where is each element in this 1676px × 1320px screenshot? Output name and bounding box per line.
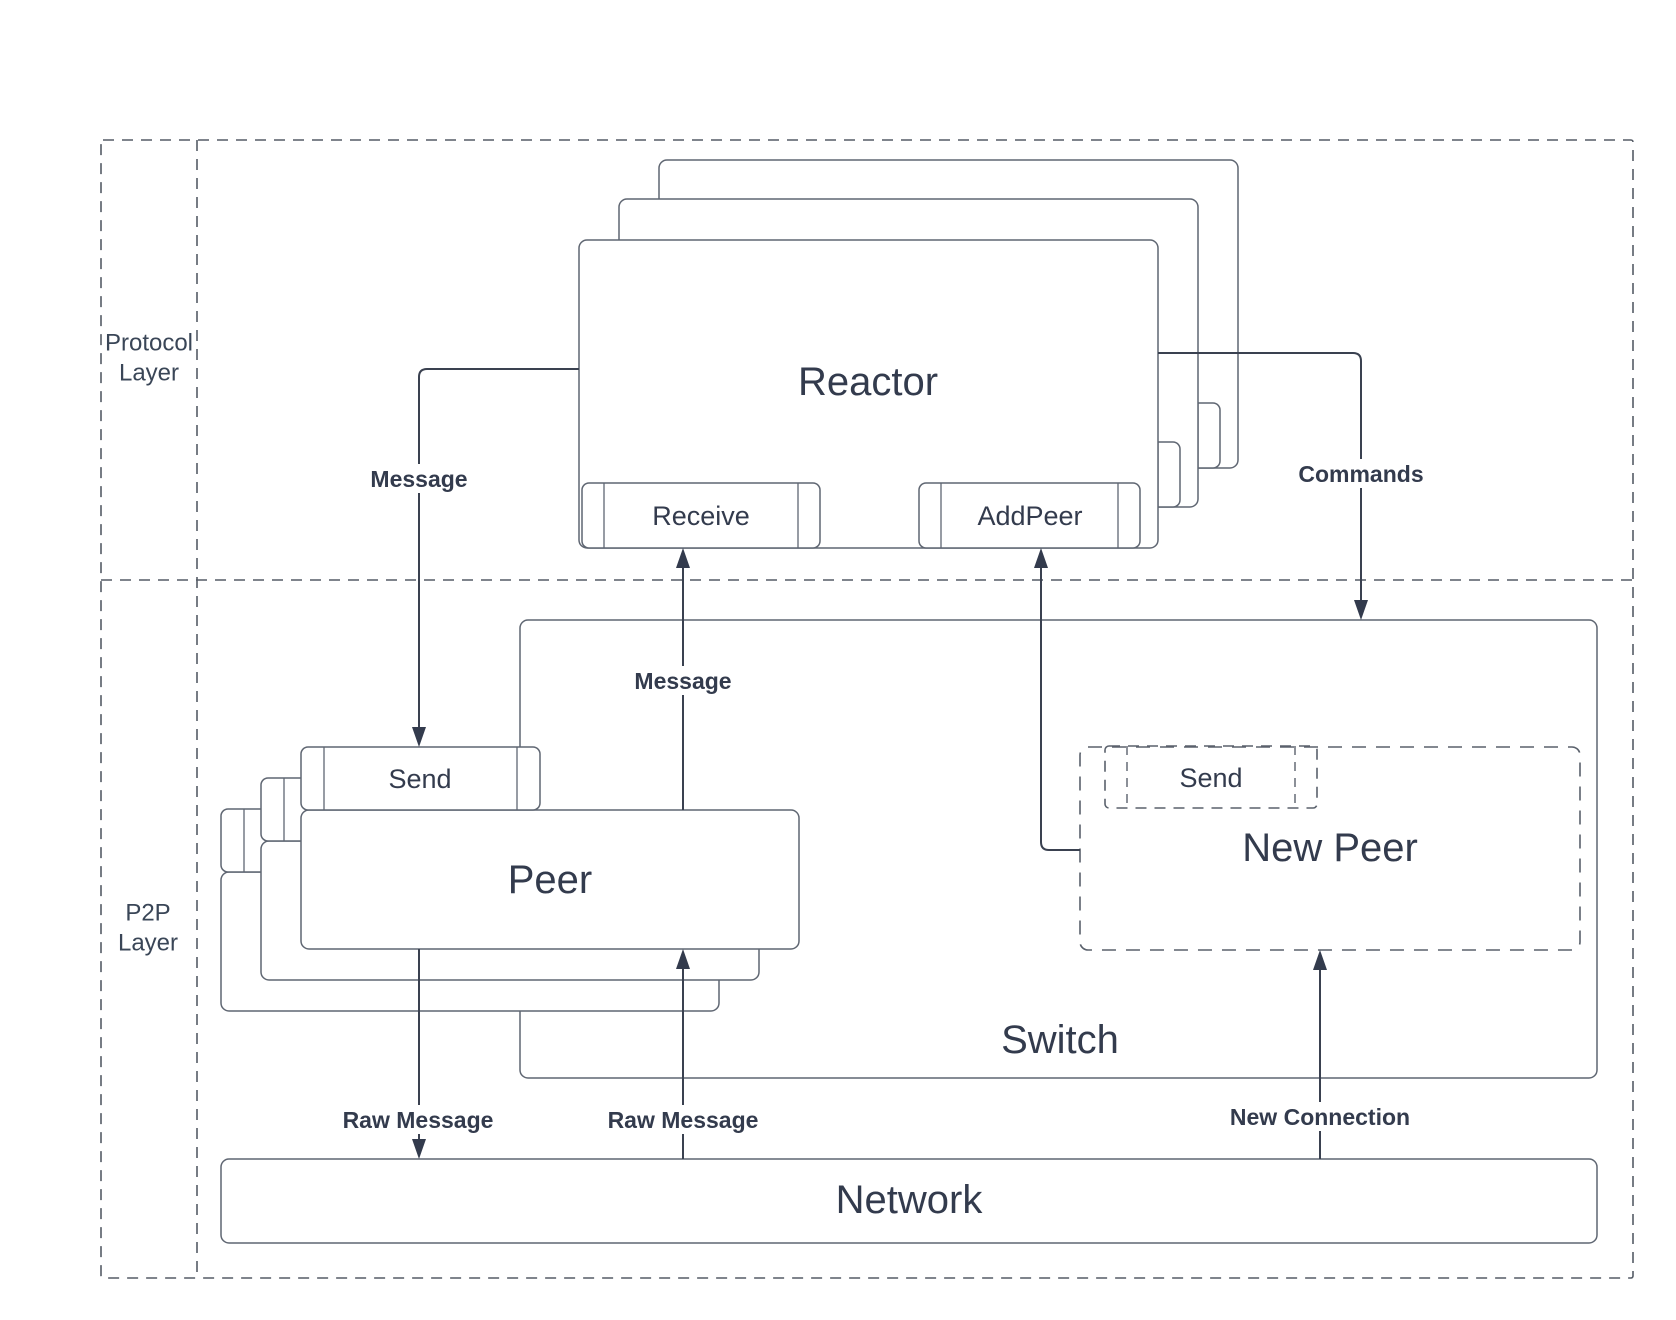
new-connection-arrowhead [1313,950,1327,970]
send-port [300,746,541,811]
svg-text:Commands: Commands [1298,461,1423,487]
message-to-peer-arrowhead [412,727,426,747]
raw-message-down-arrow-label: Raw Message [338,1105,498,1134]
p2p-layer-label-line1: P2P [125,900,170,927]
svg-text:Message: Message [370,466,467,492]
addpeer-port [918,482,1141,549]
raw-message-up-arrow-label: Raw Message [603,1105,763,1134]
peer-label: Peer [508,858,593,902]
network-label: Network [836,1178,984,1222]
new-peer-send-port [1104,745,1318,809]
addpeer-port-label: AddPeer [977,501,1082,531]
outer-dashed-border [100,139,1634,1279]
reactor-label: Reactor [798,360,938,404]
receive-port [581,482,821,549]
protocol-layer-label-line2: Layer [119,360,179,387]
receive-port-label: Receive [652,501,750,531]
peer-box: Peer Send [300,746,800,950]
raw-message-up-arrowhead [676,949,690,969]
commands-arrowhead [1354,600,1368,620]
svg-text:Raw Message: Raw Message [608,1107,759,1133]
message-to-peer-arrow-label: Message [359,464,479,493]
message-to-peer-arrow [418,368,579,729]
p2p-layer-label-line2: Layer [118,930,178,957]
new-peer-send-port-label: Send [1179,763,1242,793]
commands-arrow-label: Commands [1293,459,1429,488]
protocol-layer-label-line1: Protocol [105,330,193,357]
raw-message-down-arrowhead [412,1139,426,1159]
commands-arrow [1158,352,1362,602]
send-port-label: Send [388,764,451,794]
addpeer-link-arrow [1040,566,1080,851]
message-to-reactor-arrow-label: Message [623,666,743,695]
new-peer-label: New Peer [1242,826,1418,870]
network-box: Network [220,1158,1598,1244]
svg-text:New Connection: New Connection [1230,1104,1410,1130]
new-peer-box: New Peer Send [1079,745,1581,951]
svg-text:Raw Message: Raw Message [343,1107,494,1133]
message-to-reactor-arrowhead [676,548,690,568]
switch-label: Switch [1001,1018,1119,1062]
svg-text:Message: Message [634,668,731,694]
reactor-box: Reactor Receive AddPeer [578,239,1159,549]
new-connection-arrow-label: New Connection [1222,1102,1418,1131]
addpeer-link-arrowhead [1034,548,1048,568]
